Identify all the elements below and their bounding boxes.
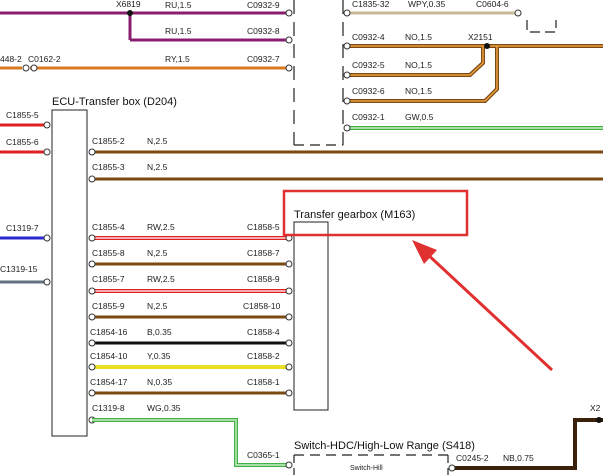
conn-c1855-2: C1855-2 [92,136,125,146]
pin [88,148,96,156]
pin [343,97,351,105]
wire-label-no5: NO,1.5 [405,60,432,70]
wire-ecu-gearbox [92,236,288,395]
wire-label-no6: NO,1.5 [405,86,432,96]
conn-c1855-6-left: C1855-6 [6,137,39,147]
pins-gearbox-left [285,234,293,397]
wire-label-b035: B,0.35 [147,327,172,337]
ecu-box [51,109,88,437]
conn-c1854-10: C1854-10 [90,351,128,361]
arrow-head [412,240,437,264]
wire-label-rw25-b: RW,2.5 [147,274,175,284]
wire-no-group [347,44,603,103]
switch-title: Switch-HDC/High-Low Range (S418) [294,440,475,452]
wire-label-wg035: WG,0.35 [147,403,181,413]
wire-label-ry: RY,1.5 [165,54,190,64]
conn-c0365-1: C0365-1 [247,450,280,460]
gearbox-title: Transfer gearbox (M163) [294,209,415,221]
splice-x6819: X6819 [116,0,141,9]
conn-c1319-7: C1319-7 [6,223,39,233]
wire-label-wpy: WPY,0.35 [408,0,445,9]
pin [343,42,351,50]
wire-label-rw25-a: RW,2.5 [147,222,175,232]
conn-c1855-3: C1855-3 [92,162,125,172]
splice-x2151-dot [484,43,490,49]
pin [343,124,351,132]
conn-c0932-1: C0932-1 [352,112,385,122]
conn-c1855-9: C1855-9 [92,301,125,311]
pin [343,71,351,79]
pin [30,64,38,72]
conn-c1855-8: C1855-8 [92,248,125,258]
wire-label-n25-a: N,2.5 [147,136,168,146]
pin [285,64,293,72]
conn-448-2: 448-2 [0,54,22,64]
wire-label-ru-top: RU,1.5 [165,0,192,10]
conn-c1858-1: C1858-1 [247,377,280,387]
conn-c0162-2: C0162-2 [28,54,61,64]
wire-label-n25-c: N,2.5 [147,248,168,258]
conn-c0932-5: C0932-5 [352,60,385,70]
conn-c1855-4: C1855-4 [92,222,125,232]
wire-label-nb075: NB,0.75 [503,453,534,463]
pin [43,148,51,156]
conn-c1858-10: C1858-10 [243,301,281,311]
arrow-shaft [423,250,554,372]
pin [343,9,351,17]
conn-c1858-2: C1858-2 [247,351,280,361]
pin [285,36,293,44]
conn-c1854-16: C1854-16 [90,327,128,337]
conn-c1319-15: C1319-15 [0,264,38,274]
conn-c1858-9: C1858-9 [247,274,280,284]
conn-c1855-7: C1855-7 [92,274,125,284]
wire-label-n035: N,0.35 [147,377,172,387]
wire-label-ru-mid: RU,1.5 [165,26,192,36]
conn-c1854-17: C1854-17 [90,377,128,387]
conn-c1858-5: C1858-5 [247,222,280,232]
pin [448,464,456,472]
conn-c1319-8: C1319-8 [92,403,125,413]
wire-no-inner [347,45,603,102]
conn-c1858-7: C1858-7 [247,248,280,258]
wire-wg [92,418,288,467]
conn-c0932-4: C0932-4 [352,32,385,42]
splice-x2-dot [596,417,602,423]
wire-label-gw: GW,0.5 [405,112,434,122]
conn-c0932-9: C0932-9 [247,0,280,10]
conn-c1835-32: C1835-32 [352,0,390,9]
pin [285,461,293,469]
highlight-box [282,189,469,237]
gearbox-box [293,221,329,411]
pins-ecu-right [88,234,96,424]
conn-c0604-6: C0604-6 [476,0,509,9]
pin [514,9,522,17]
conn-c0245-2: C0245-2 [456,453,489,463]
conn-c1858-4: C1858-4 [247,327,280,337]
splice-x2: X2 [590,403,601,413]
wire-label-n25-b: N,2.5 [147,162,168,172]
ecu-title: ECU-Transfer box (D204) [52,96,177,108]
pin [22,64,30,72]
wire-n25-long [92,150,603,181]
pin [285,9,293,17]
conn-c0932-7: C0932-7 [247,54,280,64]
splice-x2151: X2151 [468,32,493,42]
splice-x6819-dot [127,10,133,16]
wire-label-y035: Y,0.35 [147,351,171,361]
wire-label-no4: NO,1.5 [405,32,432,42]
conn-c0932-6: C0932-6 [352,86,385,96]
connector-c0604-bracket [526,20,557,33]
pin [43,234,51,242]
wire-label-n25-d: N,2.5 [147,301,168,311]
conn-c1855-5-left: C1855-5 [6,110,39,120]
pin [43,278,51,286]
pin [88,175,96,183]
pin [43,121,51,129]
conn-c0932-8: C0932-8 [247,26,280,36]
wire-nb [455,418,603,470]
switch-inner-label: Switch-Hill [350,465,383,472]
